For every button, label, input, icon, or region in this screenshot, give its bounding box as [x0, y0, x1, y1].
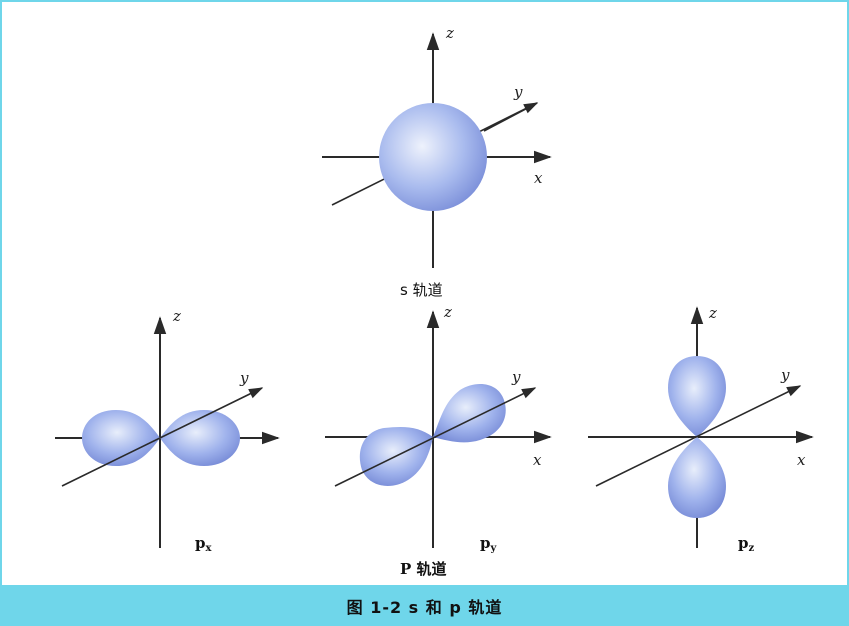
px-y-label: y	[239, 369, 249, 387]
s-orbital-sphere	[379, 103, 487, 211]
py-orbital-group: z y x py P 轨道	[325, 303, 552, 578]
py-y-label: y	[511, 368, 521, 386]
py-z-label: z	[443, 303, 452, 321]
pz-lobe-positive	[668, 356, 726, 437]
s-orbital-group: z y x s 轨道	[322, 24, 552, 299]
px-lobe-negative	[82, 410, 160, 466]
s-orbital-caption: s 轨道	[400, 281, 443, 299]
s-y-label: y	[513, 83, 523, 101]
p-orbital-caption: P 轨道	[400, 560, 447, 578]
pz-y-label: y	[780, 366, 790, 384]
pz-x-label: x	[797, 451, 806, 469]
py-caption: py	[480, 534, 498, 554]
py-lobe-positive	[433, 384, 506, 443]
py-y-axis	[334, 387, 537, 487]
orbital-diagram: z y x s 轨道 z y px z y x py P 轨道 z y x	[55, 24, 814, 578]
pz-y-axis	[595, 385, 802, 487]
pz-caption: pz	[738, 534, 755, 554]
s-x-label: x	[534, 169, 543, 187]
figure-caption-bar: 图 1-2 s 和 p 轨道	[0, 585, 849, 626]
px-orbital-group: z y px	[55, 307, 280, 554]
px-caption: px	[195, 534, 213, 554]
pz-z-label: z	[708, 304, 717, 322]
px-lobe-positive	[160, 410, 240, 466]
s-z-label: z	[445, 24, 454, 42]
px-z-label: z	[172, 307, 181, 325]
s-y-axis-front	[483, 102, 538, 132]
pz-lobe-negative	[668, 437, 726, 518]
px-y-axis	[61, 387, 264, 487]
py-x-label: x	[533, 451, 542, 469]
pz-orbital-group: z y x pz	[588, 304, 814, 554]
figure-caption: 图 1-2 s 和 p 轨道	[346, 597, 503, 617]
